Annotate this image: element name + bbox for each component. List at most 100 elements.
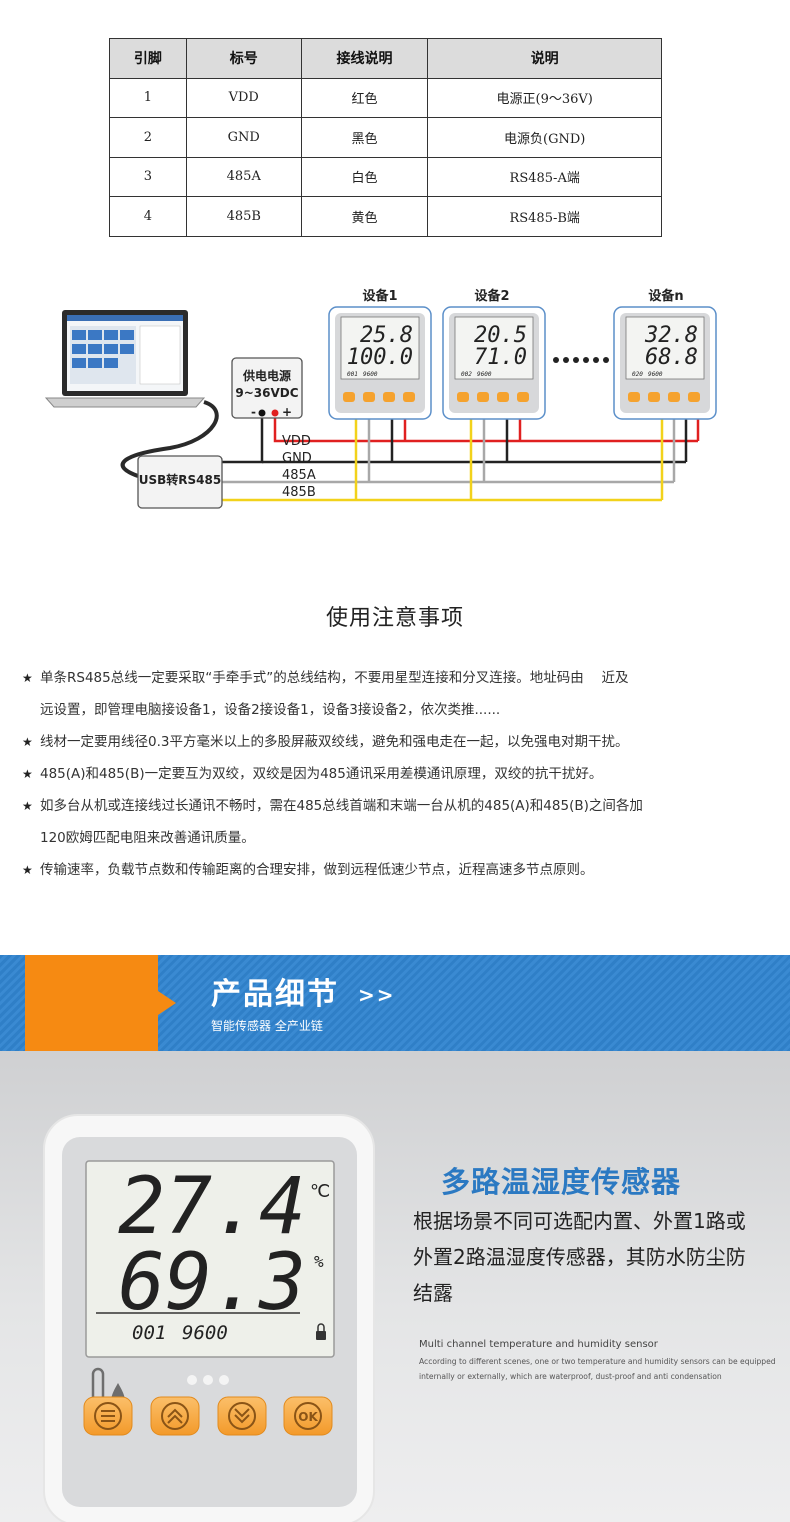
- table-row: 2 GND 黑色 电源负(GND): [109, 117, 662, 158]
- list-item: ★ 传输速率，负载节点数和传输距离的合理安排，做到远程低速少节点，近程高速多节点…: [22, 854, 762, 886]
- table-cell: 1: [109, 77, 187, 118]
- device-n-baud: 9600: [648, 371, 663, 378]
- ok-button[interactable]: OK: [283, 1396, 333, 1436]
- pin-table: 引脚 标号 接线说明 说明 1 VDD 红色 电源正(9～36V) 2 GND …: [109, 38, 662, 237]
- lcd-baud: 9600: [182, 1322, 228, 1344]
- lcd-hum-unit: %: [314, 1252, 324, 1271]
- power-plus-label: +: [282, 405, 292, 419]
- device-n-hum: 68.8: [645, 345, 698, 370]
- table-cell: 黑色: [300, 117, 429, 158]
- device-1-addr: 001: [347, 371, 358, 378]
- product-detail: 27.4 ℃ 69.3 % 001 9600: [0, 1051, 790, 1522]
- header-label: 标号: [185, 38, 302, 79]
- list-item: ★ 线材一定要用线径0.3平方毫米以上的多股屏蔽双绞线，避免和强电走在一起，以免…: [22, 726, 762, 758]
- laptop-icon: [44, 310, 206, 408]
- note-line: 单条RS485总线一定要采取“手牵手式”的总线结构，不要用星型连接和分叉连接。地…: [40, 670, 629, 686]
- device-1-label: 设备1: [362, 288, 397, 304]
- table-cell: RS485-B端: [427, 196, 662, 237]
- banner-title: 产品细节: [211, 977, 339, 1012]
- down-button[interactable]: [217, 1396, 267, 1436]
- indicator-dots: [187, 1375, 229, 1385]
- device-1-baud: 9600: [363, 371, 378, 378]
- usb-converter-label: USB转RS485: [139, 472, 221, 487]
- product-english-title: Multi channel temperature and humidity s…: [419, 1339, 658, 1350]
- sensor-device-image: 27.4 ℃ 69.3 % 001 9600: [43, 1114, 375, 1522]
- banner-subtitle: 智能传感器 全产业链: [211, 1019, 323, 1033]
- device-2-label: 设备2: [474, 288, 509, 304]
- notes-title: 使用注意事项: [325, 606, 464, 631]
- product-description: 根据场景不同可选配内置、外置1路或外置2路温湿度传感器，其防水防尘防结露: [413, 1209, 746, 1305]
- header-desc: 说明: [427, 38, 662, 79]
- device-2: 20.5 71.0 002 9600: [442, 306, 546, 420]
- power-minus-label: -: [251, 405, 256, 419]
- device-n-addr: 020: [632, 371, 643, 378]
- gnd-wire: [222, 415, 264, 464]
- note-line: 线材一定要用线径0.3平方毫米以上的多股屏蔽双绞线，避免和强电走在一起，以免强电…: [40, 734, 629, 750]
- vdd-wire: [273, 415, 698, 443]
- lcd-hum: 69.3: [118, 1238, 306, 1328]
- banner-accent-block: [25, 955, 158, 1051]
- bus-label-vdd: VDD: [282, 434, 311, 449]
- table-cell: 485A: [185, 156, 302, 197]
- device-n: 32.8 68.8 020 9600: [613, 306, 717, 420]
- note-line: 如多台从机或连接线过长通讯不畅时，需在485总线首端和末端一台从机的485(A)…: [40, 798, 643, 814]
- header-wiring: 接线说明: [300, 38, 429, 79]
- star-icon: ★: [22, 767, 33, 781]
- list-item: ★ 单条RS485总线一定要采取“手牵手式”的总线结构，不要用星型连接和分叉连接…: [22, 662, 762, 726]
- device-2-buttons: [457, 392, 529, 402]
- star-icon: ★: [22, 735, 33, 749]
- header-pin: 引脚: [109, 38, 187, 79]
- bus-label-485a: 485A: [282, 468, 316, 483]
- table-cell: 3: [109, 156, 187, 197]
- lock-icon: [316, 1323, 326, 1340]
- table-cell: 黄色: [300, 196, 429, 237]
- star-icon: ★: [22, 671, 33, 685]
- up-button[interactable]: [150, 1396, 200, 1436]
- more-devices-dots: [553, 357, 609, 363]
- power-plus-terminal: [271, 409, 279, 417]
- usb-rs485-converter: USB转RS485: [137, 455, 223, 509]
- star-icon: ★: [22, 863, 33, 877]
- table-cell: 电源正(9～36V): [427, 77, 662, 118]
- wiring-diagram: VDD GND 485A 485B USB转RS485 供电电源 9~36VDC…: [44, 288, 717, 509]
- note-line: 传输速率，负载节点数和传输距离的合理安排，做到远程低速少节点，近程高速多节点原则…: [40, 862, 594, 878]
- lcd-temp-unit: ℃: [310, 1181, 330, 1202]
- ok-button-label: OK: [298, 1410, 318, 1424]
- bus-label-gnd: GND: [282, 451, 312, 466]
- power-label-line1: 供电电源: [242, 368, 291, 383]
- table-cell: RS485-A端: [427, 156, 662, 197]
- table-cell: 电源负(GND): [427, 117, 662, 158]
- table-cell: 红色: [300, 77, 429, 118]
- device-2-temp: 20.5: [474, 323, 527, 348]
- power-minus-terminal: [258, 409, 266, 417]
- star-icon: ★: [22, 799, 33, 813]
- device-2-hum: 71.0: [474, 345, 527, 370]
- note-line: 120欧姆匹配电阻来改善通讯质量。: [40, 830, 255, 846]
- list-item: ★ 485(A)和485(B)一定要互为双绞，双绞是因为485通讯采用差模通讯原…: [22, 758, 762, 790]
- product-title: 多路温湿度传感器: [441, 1165, 682, 1199]
- table-header-row: 引脚 标号 接线说明 说明: [109, 38, 662, 79]
- note-line: 485(A)和485(B)一定要互为双绞，双绞是因为485通讯采用差模通讯原理，…: [40, 766, 603, 782]
- device-n-temp: 32.8: [644, 323, 698, 348]
- power-label-line2: 9~36VDC: [235, 386, 298, 400]
- note-line: 远设置，即管理电脑接设备1，设备2接设备1，设备3接设备2，依次类推......: [40, 702, 501, 718]
- device-1-temp: 25.8: [360, 323, 413, 348]
- device-1-hum: 100.0: [347, 345, 413, 370]
- device-2-addr: 002: [461, 371, 472, 378]
- table-row: 4 485B 黄色 RS485-B端: [109, 196, 662, 237]
- notes-list: ★ 单条RS485总线一定要采取“手牵手式”的总线结构，不要用星型连接和分叉连接…: [22, 662, 762, 886]
- rs485-bus: [222, 415, 700, 502]
- list-item: ★ 如多台从机或连接线过长通讯不畅时，需在485总线首端和末端一台从机的485(…: [22, 790, 762, 854]
- table-cell: 白色: [300, 156, 429, 197]
- menu-button[interactable]: [83, 1396, 133, 1436]
- banner-arrows: >>: [358, 983, 396, 1007]
- device-n-buttons: [628, 392, 700, 402]
- table-cell: 4: [109, 196, 187, 237]
- power-supply: 供电电源 9~36VDC - +: [231, 357, 303, 419]
- section-banner: 产品细节 >> 智能传感器 全产业链: [0, 955, 790, 1051]
- banner-arrow-icon: [158, 991, 176, 1015]
- bus-label-485b: 485B: [282, 485, 316, 500]
- table-row: 3 485A 白色 RS485-A端: [109, 156, 662, 197]
- table-row: 1 VDD 红色 电源正(9～36V): [109, 77, 662, 118]
- device-n-label: 设备n: [648, 288, 683, 304]
